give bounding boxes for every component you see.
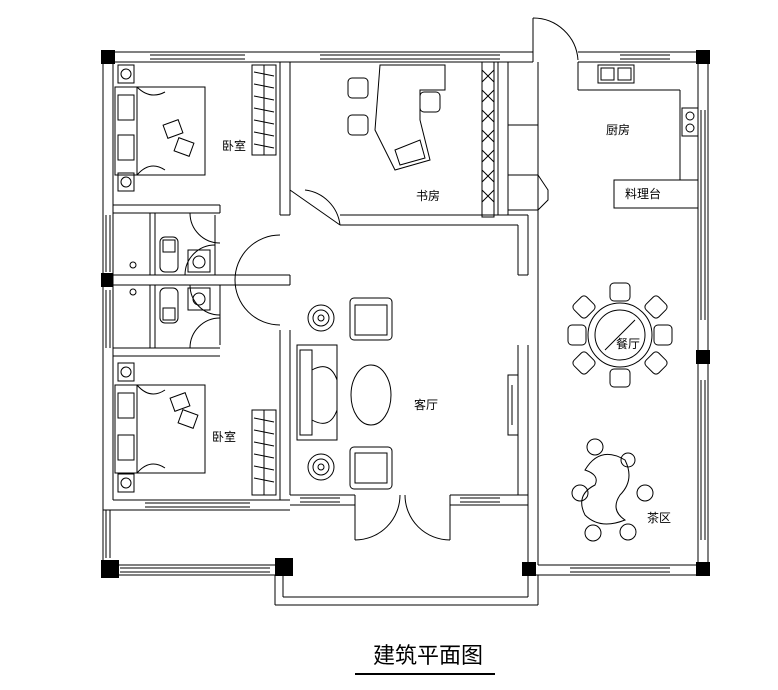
interior-walls	[113, 62, 699, 500]
label-kitchen: 厨房	[606, 122, 630, 137]
doors	[184, 17, 579, 541]
bedroom-bottom-furniture	[114, 362, 277, 496]
label-bedroom-bottom: 卧室	[212, 429, 236, 444]
tea-area-furniture	[571, 438, 654, 542]
columns	[101, 50, 710, 578]
living-furniture	[296, 297, 519, 490]
label-prep-counter: 料理台	[625, 186, 661, 201]
label-study: 书房	[416, 188, 440, 203]
windows	[105, 54, 706, 573]
plan-title: 建筑平面图	[373, 644, 483, 669]
bathroom-fixtures	[129, 236, 211, 324]
label-bedroom-top: 卧室	[222, 138, 246, 153]
kitchen-fixtures	[597, 64, 699, 137]
bedroom-top-furniture	[114, 64, 277, 192]
label-dining: 餐厅	[616, 336, 640, 351]
label-living: 客厅	[414, 397, 438, 412]
dining-table	[567, 282, 673, 388]
label-tea-area: 茶区	[647, 510, 671, 525]
study-furniture	[347, 61, 495, 218]
